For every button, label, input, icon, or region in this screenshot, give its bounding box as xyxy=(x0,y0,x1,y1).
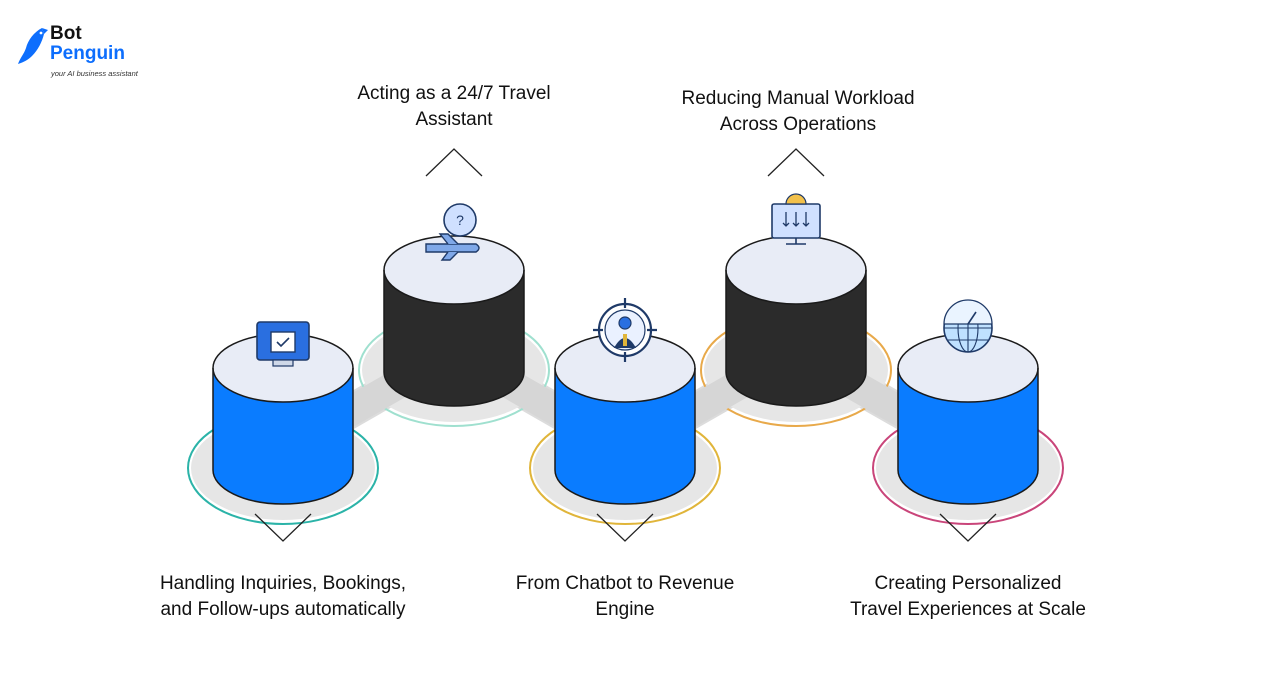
step-caption-line: Assistant xyxy=(415,109,493,130)
monitor-download-icon xyxy=(771,193,821,245)
cylinder-body xyxy=(898,368,1038,504)
airplane-clock-icon: ? xyxy=(425,203,480,261)
cylinder-outline xyxy=(554,368,696,505)
step-caption-line: Acting as a 24/7 Travel xyxy=(357,83,551,104)
cylinder-body xyxy=(384,270,524,406)
cylinder-outline xyxy=(897,368,1039,505)
cylinder-body xyxy=(726,270,866,406)
globe-compass-icon xyxy=(943,299,993,353)
step-caption-line: Travel Experiences at Scale xyxy=(850,599,1086,620)
step-caption-line: From Chatbot to Revenue xyxy=(515,573,735,594)
target-person-icon xyxy=(593,298,657,362)
cylinder-top xyxy=(725,235,867,305)
step-caption-line: Reducing Manual Workload xyxy=(681,88,915,109)
step-cylinder xyxy=(725,235,867,407)
cylinder-outline xyxy=(383,270,525,407)
svg-text:?: ? xyxy=(456,212,464,228)
step-cylinder xyxy=(383,235,525,407)
step-caption-line: Engine xyxy=(595,599,655,620)
penguin-logo-icon xyxy=(18,28,48,64)
brand-logo: Bot Penguin your AI business assistant xyxy=(16,22,156,86)
cylinder-body xyxy=(555,368,695,504)
brand-name-line1: Bot xyxy=(50,23,82,44)
chevron-down-icon xyxy=(254,513,312,542)
chevron-down-icon xyxy=(939,513,997,542)
chevron-up-icon xyxy=(425,148,483,177)
computer-calendar-icon xyxy=(256,321,310,367)
cylinder-outline xyxy=(725,270,867,407)
step-caption-line: and Follow-ups automatically xyxy=(160,599,406,620)
brand-name-line2: Penguin xyxy=(50,43,125,64)
cylinder-outline xyxy=(212,368,354,505)
cylinder-body xyxy=(213,368,353,504)
step-caption-line: Creating Personalized xyxy=(874,573,1062,594)
step-cylinder xyxy=(897,333,1039,505)
step-cylinder xyxy=(212,333,354,505)
brand-tagline: your AI business assistant xyxy=(51,69,138,78)
step-cylinder xyxy=(554,333,696,505)
step-caption: Handling Inquiries, Bookings, and Follow-… xyxy=(123,571,443,623)
step-caption-line: Handling Inquiries, Bookings, xyxy=(159,573,407,594)
step-caption-line: Across Operations xyxy=(719,114,877,135)
chevron-up-icon xyxy=(767,148,825,177)
chevron-down-icon xyxy=(596,513,654,542)
